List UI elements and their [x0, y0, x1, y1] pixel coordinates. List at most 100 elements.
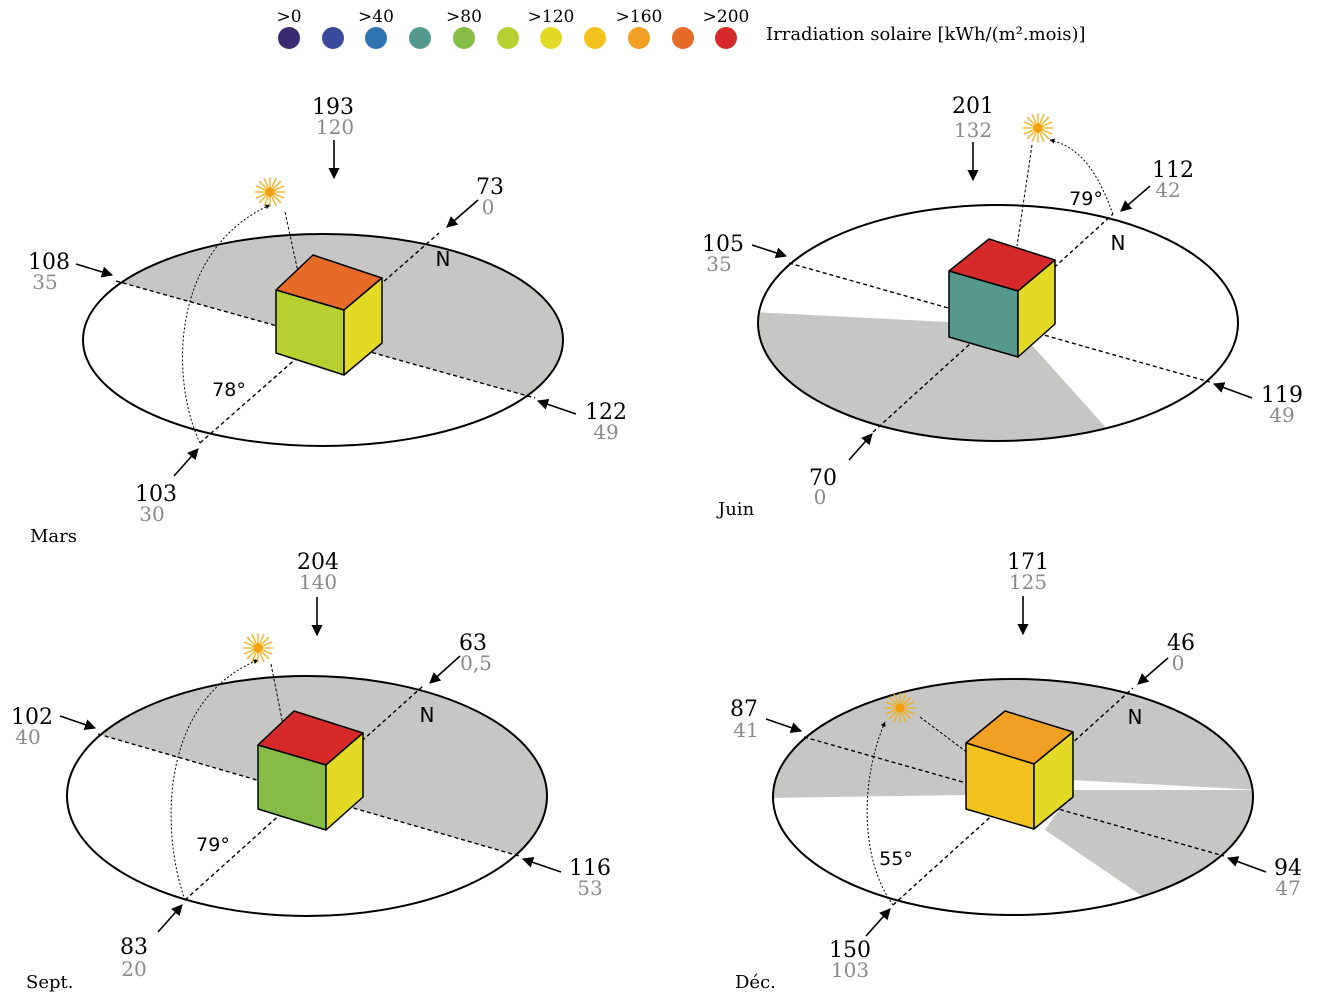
value-top-sub: 140: [299, 570, 337, 594]
legend-label: >0: [276, 7, 301, 27]
value-ouest-sub: 35: [32, 270, 57, 294]
legend: >0 >40 >80 >120 >160 >200 Irradiation so…: [276, 7, 1086, 49]
legend-swatch: [322, 27, 344, 49]
legend-swatch: [628, 27, 650, 49]
value-nord-sub: 0: [1172, 651, 1185, 675]
arrow: [865, 908, 891, 937]
value-est-sub: 49: [1269, 403, 1294, 427]
shadow-zone-east: [1045, 790, 1253, 915]
arrow: [157, 904, 183, 933]
value-est: 122: [585, 400, 627, 425]
value-nord: 63: [459, 631, 487, 656]
value-top-sub: 120: [316, 115, 354, 139]
month-label: Juin: [716, 499, 755, 520]
cube-east-face: [343, 277, 383, 376]
value-ouest: 87: [730, 697, 758, 722]
legend-swatch: [453, 27, 475, 49]
legend-label: >160: [616, 7, 663, 27]
legend-swatch: [715, 27, 737, 49]
legend-label: >200: [703, 7, 750, 27]
value-est-sub: 53: [577, 876, 602, 900]
horizon-ellipse: [757, 204, 1239, 442]
horizon-ellipse: [772, 678, 1254, 916]
north-label: N: [420, 703, 435, 727]
legend-swatch: [540, 27, 562, 49]
sun-icon: [243, 633, 273, 663]
sun-path: [866, 721, 894, 906]
north-label: N: [1128, 705, 1143, 729]
sun-ray: [270, 663, 288, 746]
legend-label: >80: [446, 7, 482, 27]
sun-angle-label: 78°: [212, 379, 246, 401]
cube-east-face: [1033, 731, 1074, 830]
value-top: 193: [312, 95, 354, 120]
arrow: [1226, 856, 1267, 873]
value-nord-sub: 42: [1155, 178, 1180, 202]
value-sud-sub: 103: [831, 958, 869, 982]
legend-swatch: [365, 27, 387, 49]
value-nord-sub: 0,5: [460, 651, 492, 675]
value-sud: 103: [135, 482, 177, 507]
arrow: [446, 199, 479, 228]
value-nord-sub: 0: [482, 195, 495, 219]
month-label: Sept.: [26, 972, 73, 993]
panel-dec: 171 125 46 0 87 41 94 47 150 103 N 55° D…: [730, 550, 1302, 993]
legend-swatch: [584, 27, 606, 49]
sun-angle-label: 79°: [196, 834, 230, 856]
value-top-sub: 125: [1009, 570, 1047, 594]
value-top-sub: 132: [954, 118, 992, 142]
legend-swatch: [278, 27, 300, 49]
arrow: [1120, 185, 1151, 212]
value-ouest-sub: 40: [15, 725, 40, 749]
sun-ray: [919, 716, 973, 757]
value-nord: 73: [476, 175, 504, 200]
value-top: 204: [297, 550, 339, 575]
value-est: 119: [1261, 383, 1303, 408]
legend-label: >120: [528, 7, 575, 27]
cube-east-face: [1017, 259, 1056, 358]
horizon-ellipse: [66, 675, 548, 917]
value-nord: 112: [1152, 158, 1194, 183]
arrow: [751, 244, 788, 259]
legend-title: Irradiation solaire [kWh/(m².mois)]: [766, 24, 1086, 45]
value-sud-sub: 0: [814, 485, 827, 509]
north-label: N: [436, 247, 451, 271]
value-sud: 83: [120, 935, 148, 960]
sun-icon: [1023, 113, 1053, 143]
arrow: [59, 715, 97, 731]
panel-juin: 201 132 112 42 105 35 119 49 70 0 N 79° …: [702, 94, 1303, 520]
arrow: [1212, 382, 1253, 399]
month-label: Déc.: [735, 972, 776, 993]
value-nord: 46: [1167, 631, 1195, 656]
legend-label: >40: [358, 7, 394, 27]
sun-path: [182, 204, 271, 444]
north-label: N: [1111, 231, 1126, 255]
arrow: [765, 718, 803, 734]
value-ouest: 102: [11, 705, 53, 730]
sun-path: [1049, 138, 1114, 215]
value-sud-sub: 30: [139, 502, 164, 526]
value-est-sub: 49: [593, 420, 618, 444]
cube-east-face: [325, 732, 364, 831]
value-top: 171: [1007, 550, 1049, 575]
arrow: [1137, 657, 1169, 685]
value-ouest: 108: [28, 250, 70, 275]
value-top: 201: [952, 94, 994, 119]
sun-angle-label: 55°: [879, 848, 913, 870]
panel-sept: 204 140 63 0,5 102 40 116 53 83 20 N 79°…: [11, 550, 611, 993]
sun-icon: [885, 693, 915, 723]
arrow: [429, 655, 461, 684]
sun-path: [170, 659, 259, 901]
arrow: [521, 856, 562, 873]
value-sud: 150: [829, 938, 871, 963]
value-ouest: 105: [702, 232, 744, 257]
panel-mars: 193 120 73 0 108 35 122 49 103 30 N 78° …: [28, 95, 627, 547]
value-est: 116: [569, 856, 611, 881]
arrow: [536, 398, 577, 415]
legend-swatch: [672, 27, 694, 49]
month-label: Mars: [30, 526, 77, 547]
legend-swatch: [409, 27, 431, 49]
value-sud: 70: [809, 466, 837, 491]
value-ouest-sub: 35: [706, 252, 731, 276]
